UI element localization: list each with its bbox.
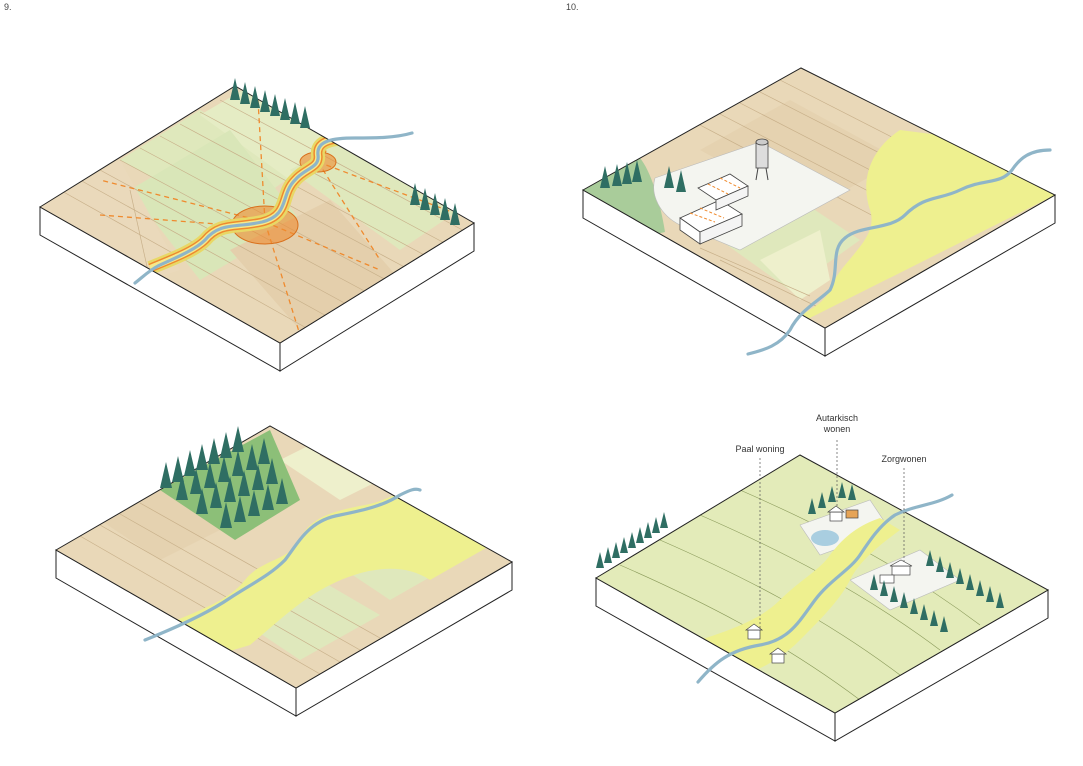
tree-row-block4-left: [596, 512, 668, 568]
tree-row-block1-top: [230, 78, 310, 128]
label-autarkisch-line1: Autarkisch: [815, 413, 859, 423]
block-river-axes: [39, 85, 475, 372]
houses: [744, 505, 913, 664]
tree-group-block4-center: [808, 482, 856, 514]
tree-group-block2: [600, 160, 686, 192]
label-paal-woning: Paal woning: [735, 444, 785, 454]
tree-row-block1-right: [410, 183, 460, 225]
label-autarkisch-line2: wonen: [823, 424, 851, 434]
block-farm-river: [581, 67, 1057, 357]
label-zorgwonen: Zorgwonen: [881, 454, 927, 464]
tree-groups: [160, 78, 1004, 632]
label-autarkisch-wonen: Autarkisch wonen: [806, 413, 868, 435]
forest-block3: [160, 426, 288, 528]
farm-buildings: [679, 138, 769, 245]
block-living-concepts: [595, 440, 1050, 742]
diagram-number-10: 10.: [566, 2, 579, 12]
block-forest-river: [54, 425, 514, 717]
diagram-number-9: 9.: [4, 2, 12, 12]
